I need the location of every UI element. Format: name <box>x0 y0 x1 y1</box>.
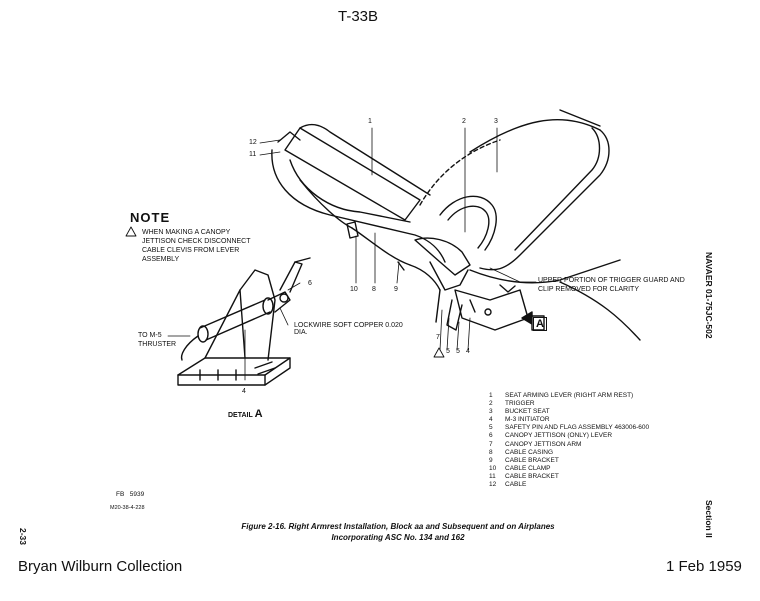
callout-3: 3 <box>494 118 498 125</box>
legend-row: 6 CANOPY JETTISON (ONLY) LEVER <box>489 432 689 440</box>
legend-num: 7 <box>489 440 493 448</box>
thruster-note: TO M-5 THRUSTER <box>138 332 177 348</box>
caption-line-2: Incorporating ASC No. 134 and 162 <box>331 533 465 542</box>
view-marker: A <box>533 317 547 331</box>
callout-12: 12 <box>249 139 257 146</box>
legend-num: 11 <box>489 472 496 480</box>
page-number: 2-33 <box>18 528 28 546</box>
legend-text: CANOPY JETTISON ARM <box>505 440 582 448</box>
legend-num: 9 <box>489 456 493 464</box>
trigger-guard-note: UPPER PORTION OF TRIGGER GUARD AND CLIP … <box>538 277 685 293</box>
detail-a-label: DETAIL A <box>228 408 263 420</box>
parts-legend: 1 SEAT ARMING LEVER (RIGHT ARM REST) 2 TRI… <box>489 392 689 489</box>
legend-text: CABLE BRACKET <box>505 456 559 464</box>
note-text: WHEN MAKING A CANOPY JETTISON CHECK DISC… <box>142 229 251 263</box>
callout-10: 10 <box>350 286 358 293</box>
trigger-guard <box>414 195 497 291</box>
caption-line-1: Figure 2-16. Right Armrest Installation,… <box>241 522 555 531</box>
callout-6: 6 <box>308 280 312 287</box>
callout-1: 1 <box>368 118 372 125</box>
bucket-seat <box>419 109 641 341</box>
drawing-code: M20-38-4-228 <box>110 505 145 511</box>
legend-num: 2 <box>489 400 493 408</box>
legend-text: BUCKET SEAT <box>505 408 550 416</box>
legend-text: SAFETY PIN AND FLAG ASSEMBLY 463006-600 <box>505 424 650 432</box>
callout-5-b: 5 <box>456 348 460 355</box>
legend-text: CABLE CLAMP <box>505 464 551 472</box>
detail-letter: A <box>254 408 263 420</box>
legend-row: 12 CABLE <box>489 481 689 489</box>
legend-text: CABLE <box>505 481 527 489</box>
page-title: T-33B <box>338 8 379 25</box>
legend-row: 2 TRIGGER <box>489 400 689 408</box>
legend-row: 10 CABLE CLAMP <box>489 465 689 473</box>
navaer-number: NAVAER 01-75JC-502 <box>704 252 714 339</box>
detail-label: DETAIL <box>228 412 253 419</box>
detail-a-drawing <box>177 257 311 386</box>
legend-row: 5 SAFETY PIN AND FLAG ASSEMBLY 463006-600 <box>489 424 689 432</box>
legend-text: M-3 INITIATOR <box>505 416 550 424</box>
legend-row: 8 CABLE CASING <box>489 449 689 457</box>
cable-run <box>299 179 441 291</box>
leader-lines <box>167 127 537 381</box>
fb-code: FB 5939 <box>116 491 144 498</box>
collection-credit: Bryan Wilburn Collection <box>18 558 183 575</box>
fb-number: 5939 <box>129 491 145 498</box>
legend-num: 1 <box>489 392 493 399</box>
legend-text: CABLE BRACKET <box>505 472 559 480</box>
callout-detail-4: 4 <box>242 388 246 395</box>
legend-row: 3 BUCKET SEAT <box>489 408 689 416</box>
publication-date: 1 Feb 1959 <box>666 558 742 575</box>
fb-label: FB <box>116 491 125 498</box>
legend-row: 9 CABLE BRACKET <box>489 457 689 465</box>
legend-num: 6 <box>489 432 493 440</box>
figure-caption: Figure 2-16. Right Armrest Installation,… <box>178 521 618 543</box>
legend-row: 7 CANOPY JETTISON ARM <box>489 441 689 449</box>
callout-9: 9 <box>394 286 398 293</box>
initiator-bracket <box>435 284 529 331</box>
callout-11: 11 <box>249 151 257 158</box>
lockwire-note: LOCKWIRE SOFT COPPER 0.020 DIA. <box>294 322 403 336</box>
legend-text: CABLE CASING <box>505 448 554 456</box>
legend-num: 10 <box>489 464 497 472</box>
arming-lever <box>271 123 446 263</box>
callout-7: 7 <box>436 334 440 341</box>
legend-text: SEAT ARMING LEVER (RIGHT ARM REST) <box>505 392 634 399</box>
note-title: NOTE <box>130 210 171 225</box>
legend-row: 4 M-3 INITIATOR <box>489 416 689 424</box>
legend-num: 8 <box>489 448 493 456</box>
legend-row: 11 CABLE BRACKET <box>489 473 689 481</box>
legend-num: 12 <box>489 481 497 489</box>
callout-2: 2 <box>462 118 466 125</box>
callout-4: 4 <box>466 348 470 355</box>
callout-8: 8 <box>372 286 376 293</box>
legend-text: CANOPY JETTISON (ONLY) LEVER <box>505 432 613 440</box>
section-label: Section II <box>704 500 714 538</box>
legend-num: 5 <box>489 424 493 432</box>
callout-5-a: 5 <box>446 348 450 355</box>
legend-num: 3 <box>489 408 493 416</box>
legend-text: TRIGGER <box>505 400 535 408</box>
legend-num: 4 <box>489 416 493 424</box>
legend-row: 1 SEAT ARMING LEVER (RIGHT ARM REST) <box>489 392 689 400</box>
